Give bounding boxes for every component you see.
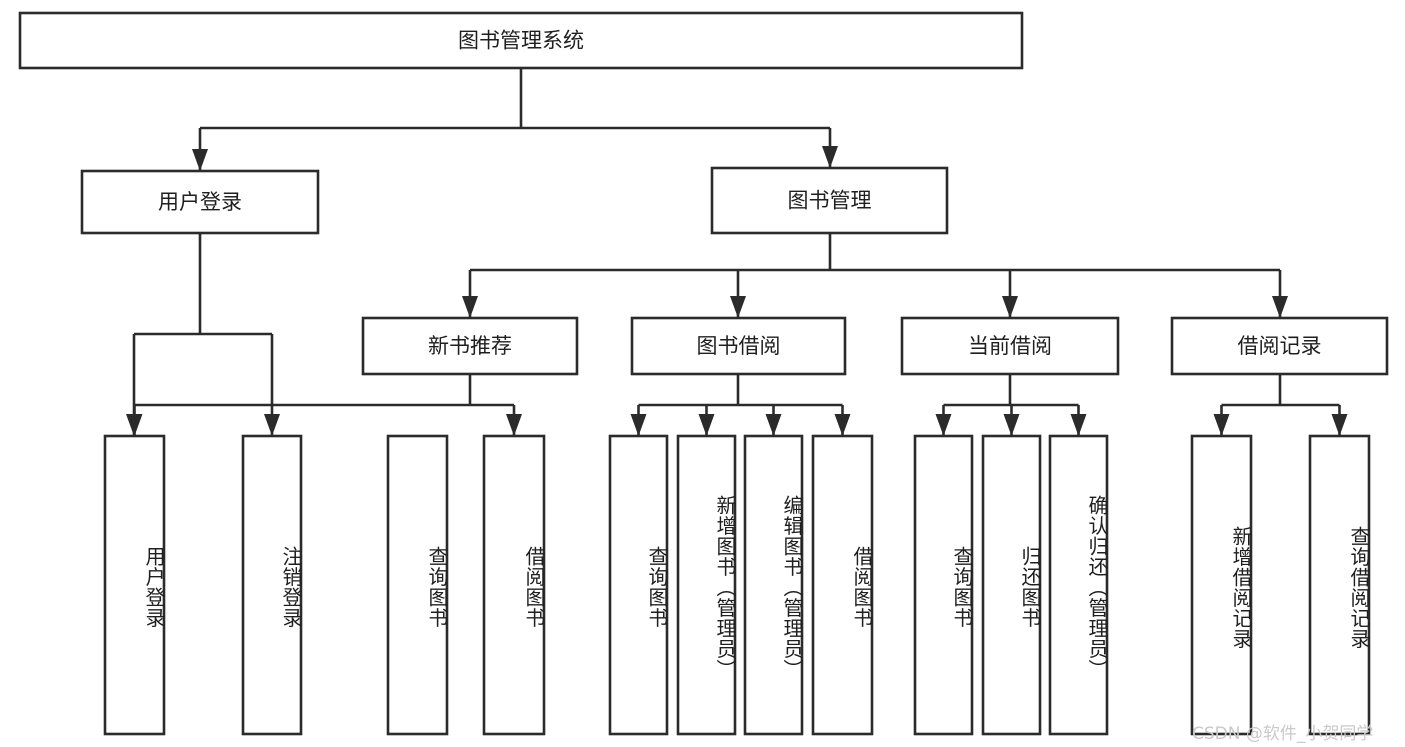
node-box — [482, 434, 546, 736]
arrow-head-icon — [126, 414, 143, 436]
node-leaf-query-record[interactable] — [1308, 434, 1371, 736]
node-label: 图书借阅 — [697, 334, 781, 358]
arrow-head-icon — [1070, 414, 1087, 436]
node-box — [1308, 434, 1371, 736]
node-box — [630, 316, 847, 376]
arrow-head-icon — [630, 414, 647, 436]
node-leaf-add-book[interactable] — [676, 434, 737, 736]
node-box — [900, 316, 1120, 376]
node-label: 图书管理 — [788, 189, 872, 213]
node-box — [743, 434, 804, 736]
node-book-manage[interactable]: 图书管理 — [710, 166, 949, 235]
arrow-head-icon — [1002, 296, 1018, 318]
node-box — [981, 434, 1042, 736]
arrow-head-icon — [698, 414, 715, 436]
node-box — [913, 434, 974, 736]
node-leaf-query-book-3[interactable] — [913, 434, 974, 736]
node-box — [80, 169, 320, 235]
node-box — [361, 316, 579, 376]
arrow-head-icon — [192, 149, 208, 171]
node-book-borrow[interactable]: 图书借阅 — [630, 316, 847, 376]
arrow-head-icon — [264, 414, 280, 436]
node-leaf-add-record[interactable] — [1190, 434, 1253, 736]
node-box — [386, 434, 449, 736]
node-leaf-query-book-2[interactable] — [608, 434, 669, 736]
arrow-head-icon — [765, 414, 782, 436]
arrow-head-icon — [1331, 414, 1348, 436]
arrow-head-icon — [1213, 414, 1230, 436]
node-leaf-borrow-book-1[interactable] — [482, 434, 546, 736]
node-current-borrow[interactable]: 当前借阅 — [900, 316, 1120, 376]
node-label: 图书管理系统 — [458, 29, 584, 53]
node-user-login[interactable]: 用户登录 — [80, 169, 320, 235]
node-box — [241, 434, 303, 736]
node-box — [103, 434, 166, 736]
node-leaf-confirm-return[interactable] — [1048, 434, 1109, 736]
arrow-head-icon — [506, 414, 522, 436]
node-new-book-recommend[interactable]: 新书推荐 — [361, 316, 579, 376]
node-label: 新书推荐 — [428, 334, 512, 358]
arrow-head-icon — [822, 146, 838, 168]
node-leaf-borrow-book-2[interactable] — [811, 434, 874, 736]
node-box — [1190, 434, 1253, 736]
node-leaf-user-logout[interactable] — [241, 434, 303, 736]
node-box — [676, 434, 737, 736]
node-leaf-edit-book[interactable] — [743, 434, 804, 736]
node-root[interactable]: 图书管理系统 — [18, 11, 1024, 70]
arrow-head-icon — [1272, 296, 1288, 318]
node-label: 借阅记录 — [1238, 334, 1322, 358]
node-label: 当前借阅 — [968, 334, 1052, 358]
node-leaf-return-book[interactable] — [981, 434, 1042, 736]
node-box — [811, 434, 874, 736]
node-box — [18, 11, 1024, 70]
arrow-head-icon — [1003, 414, 1020, 436]
watermark: CSDN @软件_小贺同学 — [1192, 724, 1374, 744]
node-box — [1048, 434, 1109, 736]
arrow-head-icon — [462, 296, 478, 318]
node-box — [1170, 316, 1389, 376]
node-box — [608, 434, 669, 736]
arrow-head-icon — [935, 414, 952, 436]
arrow-head-icon — [730, 296, 746, 318]
arrow-head-icon — [834, 414, 851, 436]
node-label: 用户登录 — [158, 190, 242, 214]
node-leaf-query-book-1[interactable] — [386, 434, 449, 736]
node-borrow-record[interactable]: 借阅记录 — [1170, 316, 1389, 376]
node-box — [710, 166, 949, 235]
node-leaf-user-login[interactable] — [103, 434, 166, 736]
